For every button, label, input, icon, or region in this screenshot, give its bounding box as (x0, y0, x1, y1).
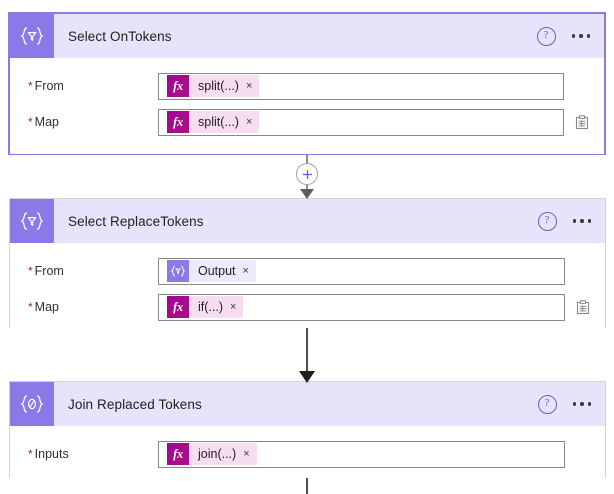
token-remove-icon[interactable]: × (242, 264, 249, 277)
select-icon (10, 14, 54, 58)
from-input[interactable]: fx split(...) × (158, 72, 564, 100)
help-icon[interactable]: ? (537, 394, 557, 414)
token-body: Output × (189, 260, 256, 282)
token-text: split(...) (198, 79, 239, 93)
expression-token[interactable]: fx join(...) × (167, 443, 257, 465)
action-card-select-ontokens[interactable]: Select OnTokens ? *From fx split(...) (8, 12, 606, 155)
from-input[interactable]: Output × (158, 257, 565, 285)
token-text: join(...) (198, 447, 237, 461)
field-label-text: From (34, 79, 64, 93)
expression-token[interactable]: fx split(...) × (167, 75, 260, 97)
fx-icon: fx (167, 75, 189, 97)
expression-token[interactable]: fx split(...) × (167, 111, 260, 133)
help-icon[interactable]: ? (537, 211, 557, 231)
map-input[interactable]: fx split(...) × (158, 108, 564, 136)
add-step-button[interactable] (296, 163, 318, 185)
help-icon[interactable]: ? (536, 26, 556, 46)
field-label-text: Map (34, 115, 59, 129)
inputs-input[interactable]: fx join(...) × (158, 440, 565, 468)
card-title: Select ReplaceTokens (68, 213, 204, 229)
card-body: *From Output × (10, 243, 605, 339)
fx-icon: fx (167, 443, 189, 465)
field-row-inputs: *Inputs fx join(...) × (10, 436, 605, 472)
token-body: split(...) × (189, 111, 260, 133)
token-body: if(...) × (189, 296, 244, 318)
field-label-map: *Map (10, 115, 158, 129)
token-text: split(...) (198, 115, 239, 129)
switch-to-text-mode-icon[interactable] (571, 299, 595, 315)
required-marker: * (28, 115, 33, 129)
card-title: Join Replaced Tokens (68, 396, 202, 412)
card-title: Select OnTokens (68, 28, 172, 44)
field-label-text: From (34, 264, 64, 278)
action-card-select-replacetokens[interactable]: Select ReplaceTokens ? *From (9, 198, 606, 339)
map-input[interactable]: fx if(...) × (158, 293, 565, 321)
card-header-actions: ? (536, 26, 605, 46)
required-marker: * (28, 79, 33, 93)
fx-icon: fx (167, 111, 189, 133)
select-icon (10, 199, 54, 243)
card-header-actions: ? (537, 211, 606, 231)
fx-icon: fx (167, 296, 189, 318)
card-body: *Inputs fx join(...) × (10, 426, 605, 486)
required-marker: * (28, 264, 33, 278)
dynamic-content-token[interactable]: Output × (167, 260, 256, 282)
join-icon (10, 382, 54, 426)
token-text: Output (198, 264, 236, 278)
field-label-inputs: *Inputs (10, 447, 158, 461)
field-row-map: *Map fx if(...) × (10, 289, 605, 325)
switch-to-text-mode-icon[interactable] (570, 114, 594, 130)
more-menu-icon[interactable] (571, 34, 590, 38)
token-remove-icon[interactable]: × (245, 79, 253, 92)
card-header[interactable]: Select OnTokens ? (10, 14, 604, 58)
card-header[interactable]: Select ReplaceTokens ? (10, 199, 605, 243)
field-label-from: *From (10, 264, 158, 278)
field-row-map: *Map fx split(...) × (10, 104, 604, 140)
token-remove-icon[interactable]: × (245, 115, 253, 128)
action-card-join-replaced-tokens[interactable]: Join Replaced Tokens ? *Inputs fx join(.… (9, 381, 606, 486)
plus-icon (302, 169, 312, 179)
token-text: if(...) (198, 300, 223, 314)
required-marker: * (28, 447, 33, 461)
field-row-from: *From Output × (10, 253, 605, 289)
token-body: split(...) × (189, 75, 260, 97)
select-icon (167, 260, 189, 282)
field-row-from: *From fx split(...) × (10, 68, 604, 104)
token-remove-icon[interactable]: × (230, 300, 237, 313)
card-header-actions: ? (537, 394, 606, 414)
card-header[interactable]: Join Replaced Tokens ? (10, 382, 605, 426)
token-body: join(...) × (189, 443, 257, 465)
field-label-from: *From (10, 79, 158, 93)
field-label-map: *Map (10, 300, 158, 314)
expression-token[interactable]: fx if(...) × (167, 296, 244, 318)
more-menu-icon[interactable] (572, 402, 591, 406)
card-body: *From fx split(...) × *Map (10, 58, 604, 154)
token-remove-icon[interactable]: × (243, 447, 250, 460)
required-marker: * (28, 300, 33, 314)
field-label-text: Inputs (34, 447, 69, 461)
more-menu-icon[interactable] (572, 219, 591, 223)
field-label-text: Map (34, 300, 59, 314)
